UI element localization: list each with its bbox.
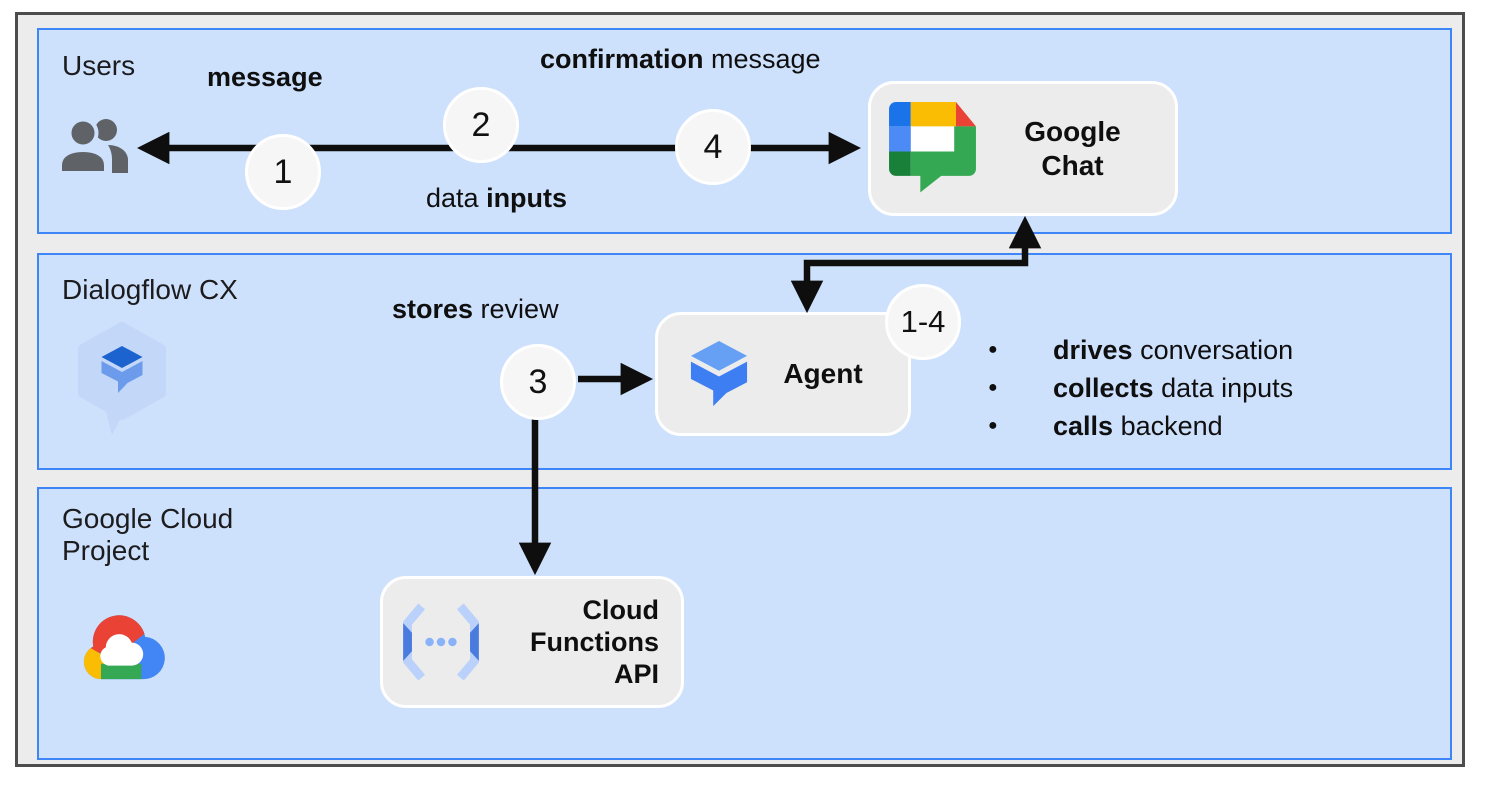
- band-google-cloud-project: [37, 487, 1452, 760]
- gcp-label-line1: Google Cloud: [62, 503, 234, 534]
- bullet-icon: ●: [988, 379, 998, 396]
- gcp-label-line2: Project: [62, 535, 150, 566]
- cloud-functions-label: Cloud Functions API: [485, 594, 659, 690]
- users-icon: [58, 117, 128, 175]
- google-chat-logo: [889, 102, 976, 193]
- capability-item: ● calls backend: [988, 407, 1293, 445]
- agent-label: Agent: [783, 358, 863, 389]
- stores-review-label: stores review: [392, 294, 559, 324]
- google-chat-label-line2: Chat: [1041, 149, 1104, 181]
- cloud-functions-label-line1: Cloud: [582, 595, 659, 625]
- step-badge-range: 1-4: [885, 284, 961, 360]
- dialogflow-cx-icon: [78, 322, 166, 435]
- bullet-icon: ●: [988, 341, 998, 358]
- data-inputs-pre: data: [426, 183, 487, 213]
- capability-text: drives conversation: [1053, 334, 1294, 365]
- google-chat-label: Google Chat: [976, 115, 1175, 183]
- confirmation-message-label: confirmation message: [540, 44, 821, 74]
- data-inputs-bold: inputs: [486, 183, 568, 213]
- cloud-functions-label-line3: API: [613, 659, 659, 689]
- capability-text: calls backend: [1053, 410, 1223, 441]
- stores-bold: stores: [392, 294, 474, 324]
- confirmation-bold: confirmation: [540, 44, 704, 74]
- message-label: message: [207, 62, 323, 92]
- confirmation-rest: message: [703, 44, 821, 74]
- data-inputs-label: data inputs: [426, 183, 567, 213]
- step-badge-2: 2: [443, 87, 519, 163]
- step-badge-1: 1: [245, 134, 321, 210]
- capability-item: ● collects data inputs: [988, 369, 1293, 407]
- cloud-functions-node: Cloud Functions API: [380, 576, 684, 708]
- step-badge-3: 3: [500, 344, 576, 420]
- agent-node: Agent: [655, 312, 911, 436]
- users-label: Users: [62, 50, 136, 81]
- dialogflow-cx-label: Dialogflow CX: [62, 274, 238, 305]
- dialogflow-agent-icon: [690, 341, 748, 407]
- capability-text: collects data inputs: [1053, 372, 1294, 403]
- message-label-bold: message: [207, 62, 323, 92]
- agent-capabilities-list: ● drives conversation ● collects data in…: [988, 331, 1293, 445]
- stores-rest: review: [473, 294, 559, 324]
- google-chat-label-line1: Google: [1024, 115, 1121, 147]
- step-badge-4: 4: [675, 109, 751, 185]
- google-chat-node: Google Chat: [868, 81, 1178, 216]
- google-cloud-logo: [83, 615, 165, 680]
- gcp-label: Google Cloud Project: [62, 503, 233, 567]
- bullet-icon: ●: [988, 417, 998, 434]
- cloud-functions-label-line2: Functions: [530, 627, 659, 657]
- capability-item: ● drives conversation: [988, 331, 1293, 369]
- cloud-functions-icon: [403, 603, 479, 681]
